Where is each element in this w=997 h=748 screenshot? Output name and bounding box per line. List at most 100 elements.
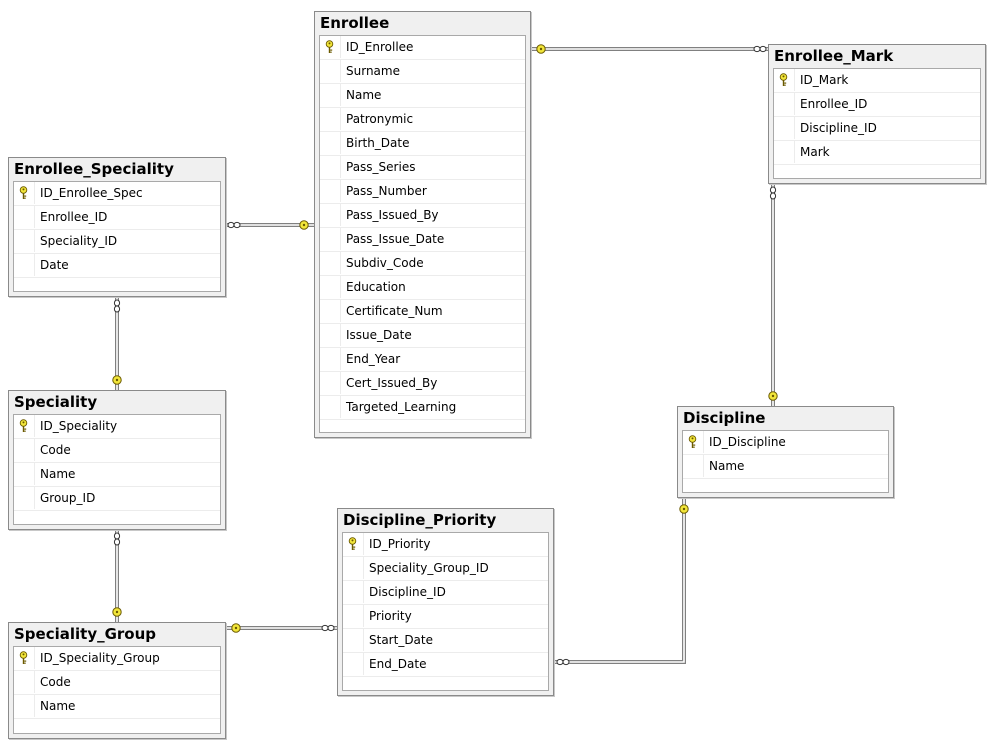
table-title[interactable]: Speciality [14, 393, 98, 411]
column-row[interactable]: Enrollee_ID [774, 93, 980, 117]
table-title[interactable]: Enrollee [320, 14, 390, 32]
row-selector[interactable] [320, 348, 341, 370]
column-row[interactable]: Code [14, 439, 220, 463]
column-row[interactable]: Name [14, 695, 220, 719]
row-selector[interactable] [320, 60, 341, 82]
table-title[interactable]: Enrollee_Speciality [14, 160, 174, 178]
row-selector[interactable] [774, 141, 795, 163]
row-selector[interactable] [320, 204, 341, 226]
row-selector[interactable] [320, 108, 341, 130]
row-selector[interactable] [320, 228, 341, 250]
table-title[interactable]: Discipline [683, 409, 766, 427]
column-row[interactable]: Pass_Issued_By [320, 204, 525, 228]
column-row[interactable]: Name [14, 463, 220, 487]
column-row[interactable]: Group_ID [14, 487, 220, 511]
table-title[interactable]: Discipline_Priority [343, 511, 497, 529]
relationship-enrollee-to-enrollee-speciality [226, 220, 314, 230]
row-selector[interactable] [343, 629, 364, 651]
row-selector[interactable] [343, 533, 364, 555]
row-selector[interactable] [14, 439, 35, 461]
row-selector[interactable] [320, 84, 341, 106]
row-selector[interactable] [343, 557, 364, 579]
row-selector[interactable] [14, 206, 35, 228]
column-row[interactable]: End_Year [320, 348, 525, 372]
column-row[interactable]: ID_Enrollee [320, 36, 525, 60]
column-name: Cert_Issued_By [346, 376, 438, 390]
row-selector[interactable] [14, 230, 35, 252]
row-selector[interactable] [320, 36, 341, 58]
column-row[interactable]: Mark [774, 141, 980, 165]
row-selector[interactable] [14, 487, 35, 509]
column-row[interactable]: Cert_Issued_By [320, 372, 525, 396]
row-selector[interactable] [343, 653, 364, 675]
column-row[interactable]: Birth_Date [320, 132, 525, 156]
column-row[interactable]: Enrollee_ID [14, 206, 220, 230]
column-row[interactable]: Start_Date [343, 629, 548, 653]
column-row[interactable]: ID_Speciality [14, 415, 220, 439]
table-title[interactable]: Enrollee_Mark [774, 47, 894, 65]
row-selector[interactable] [774, 93, 795, 115]
column-name: Subdiv_Code [346, 256, 424, 270]
primary-key-icon [19, 186, 28, 199]
table-title[interactable]: Speciality_Group [14, 625, 157, 643]
column-row[interactable]: Speciality_Group_ID [343, 557, 548, 581]
row-selector[interactable] [14, 415, 35, 437]
row-selector[interactable] [343, 605, 364, 627]
column-row[interactable]: Surname [320, 60, 525, 84]
column-row[interactable]: ID_Priority [343, 533, 548, 557]
column-row[interactable]: Education [320, 276, 525, 300]
column-row[interactable]: Issue_Date [320, 324, 525, 348]
row-selector[interactable] [14, 647, 35, 669]
row-selector[interactable] [320, 396, 341, 418]
column-row[interactable]: Patronymic [320, 108, 525, 132]
row-selector[interactable] [320, 324, 341, 346]
column-row[interactable]: Discipline_ID [774, 117, 980, 141]
column-row[interactable]: Discipline_ID [343, 581, 548, 605]
row-selector[interactable] [320, 252, 341, 274]
row-selector[interactable] [14, 671, 35, 693]
row-selector[interactable] [320, 300, 341, 322]
row-selector[interactable] [14, 254, 35, 276]
row-selector[interactable] [683, 431, 704, 453]
row-selector[interactable] [320, 156, 341, 178]
column-row[interactable]: Pass_Number [320, 180, 525, 204]
row-selector[interactable] [14, 463, 35, 485]
column-row[interactable]: Priority [343, 605, 548, 629]
row-selector[interactable] [320, 372, 341, 394]
row-selector[interactable] [683, 455, 704, 477]
column-name: Issue_Date [346, 328, 412, 342]
column-row[interactable]: Date [14, 254, 220, 278]
column-row[interactable]: ID_Speciality_Group [14, 647, 220, 671]
column-row[interactable]: ID_Discipline [683, 431, 888, 455]
column-row[interactable]: Pass_Series [320, 156, 525, 180]
column-row[interactable]: Code [14, 671, 220, 695]
column-row[interactable]: Name [320, 84, 525, 108]
row-selector[interactable] [343, 581, 364, 603]
column-row[interactable]: ID_Mark [774, 69, 980, 93]
column-row[interactable]: Targeted_Learning [320, 396, 525, 420]
row-selector[interactable] [774, 69, 795, 91]
row-selector[interactable] [320, 276, 341, 298]
column-row[interactable]: Subdiv_Code [320, 252, 525, 276]
row-selector[interactable] [14, 182, 35, 204]
column-row[interactable]: ID_Enrollee_Spec [14, 182, 220, 206]
column-row[interactable]: Pass_Issue_Date [320, 228, 525, 252]
column-row[interactable]: Certificate_Num [320, 300, 525, 324]
one-end-key-icon [299, 220, 309, 230]
row-selector[interactable] [320, 132, 341, 154]
column-row[interactable]: Speciality_ID [14, 230, 220, 254]
primary-key-icon [779, 73, 788, 86]
column-row[interactable]: Name [683, 455, 888, 479]
row-selector[interactable] [14, 695, 35, 717]
row-selector[interactable] [320, 180, 341, 202]
row-selector[interactable] [774, 117, 795, 139]
column-row[interactable]: End_Date [343, 653, 548, 677]
